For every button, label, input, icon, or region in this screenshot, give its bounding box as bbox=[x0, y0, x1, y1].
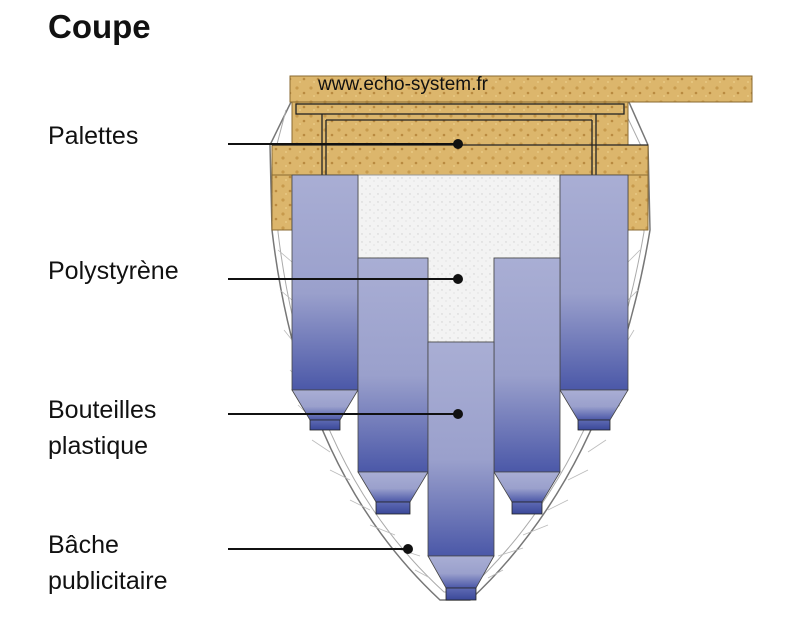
leader-dot-bottles bbox=[453, 409, 463, 419]
leader-dot-tarp bbox=[403, 544, 413, 554]
leader-lines bbox=[228, 143, 458, 550]
label-palettes-text: Palettes bbox=[48, 122, 139, 150]
leader-dots bbox=[403, 139, 463, 554]
bottles bbox=[291, 174, 629, 601]
bottle bbox=[357, 257, 429, 515]
leader-dot-palettes bbox=[453, 139, 463, 149]
bottle bbox=[427, 341, 495, 601]
label-polystyrene: Polystyrène bbox=[48, 253, 179, 289]
bottle bbox=[291, 174, 359, 431]
label-bottles: Bouteilles plastique bbox=[48, 392, 156, 464]
label-tarp-line2: publicitaire bbox=[48, 567, 168, 595]
bottle bbox=[493, 257, 561, 515]
label-tarp: Bâche publicitaire bbox=[48, 527, 168, 599]
label-palettes: Palettes bbox=[48, 118, 138, 154]
pallets bbox=[271, 75, 753, 231]
website-url: www.echo-system.fr bbox=[318, 74, 488, 95]
label-bottles-line1: Bouteilles bbox=[48, 396, 157, 424]
label-tarp-line1: Bâche bbox=[48, 531, 119, 559]
label-bottles-line2: plastique bbox=[48, 432, 149, 460]
page-title: Coupe bbox=[48, 8, 151, 45]
bottle bbox=[559, 174, 629, 431]
label-polystyrene-text: Polystyrène bbox=[48, 257, 179, 285]
leader-dot-polystyrene bbox=[453, 274, 463, 284]
